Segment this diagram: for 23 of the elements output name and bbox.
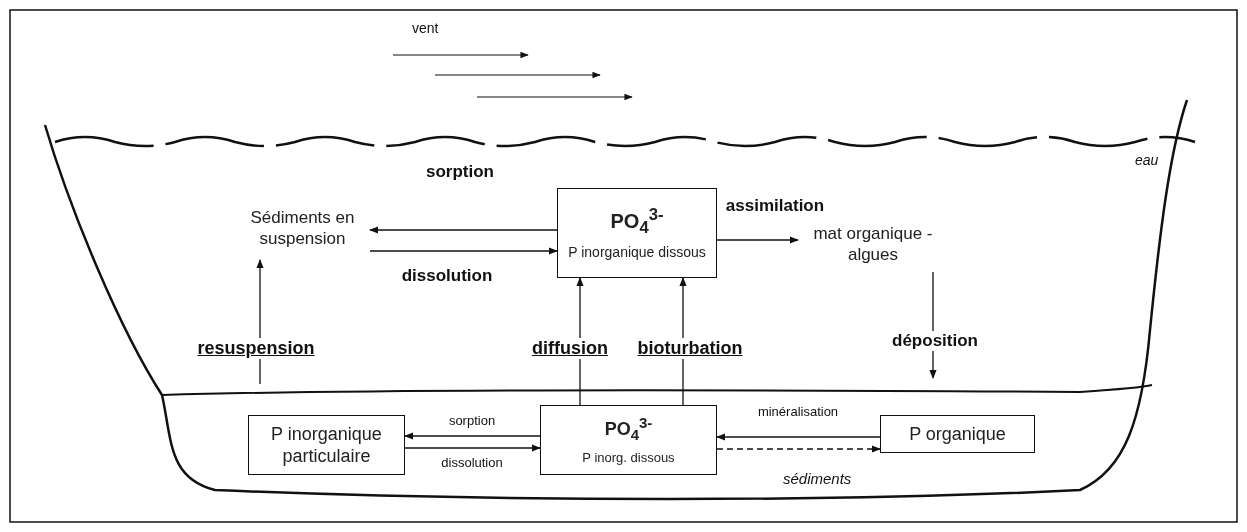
- process-box: [540, 405, 717, 475]
- process-box: [557, 188, 717, 278]
- arrow: [716, 445, 881, 453]
- node-label: mat organique - algues: [812, 222, 934, 266]
- zone-label: eau: [1135, 152, 1159, 168]
- arrow: [404, 444, 541, 452]
- edge-label: diffusion: [529, 338, 611, 359]
- arrow: [369, 226, 558, 234]
- process-box: [880, 415, 1035, 453]
- edge-label: bioturbation: [634, 338, 746, 359]
- arrow: [716, 236, 799, 244]
- node-label: P inorg. dissous: [582, 450, 675, 467]
- arrow: [716, 433, 881, 441]
- node-label: P organique: [909, 422, 1006, 446]
- arrow: [369, 247, 558, 255]
- arrow: [404, 432, 541, 440]
- edge-label: resuspension: [194, 338, 318, 359]
- zone-label: vent: [412, 20, 439, 36]
- node-label: P inorganique dissous: [568, 244, 706, 262]
- process-box: [248, 415, 405, 475]
- zone-label: sédiments: [783, 470, 852, 487]
- node-label: P inorganique particulaire: [270, 422, 383, 468]
- node-label: Sédiments en suspension: [249, 206, 356, 250]
